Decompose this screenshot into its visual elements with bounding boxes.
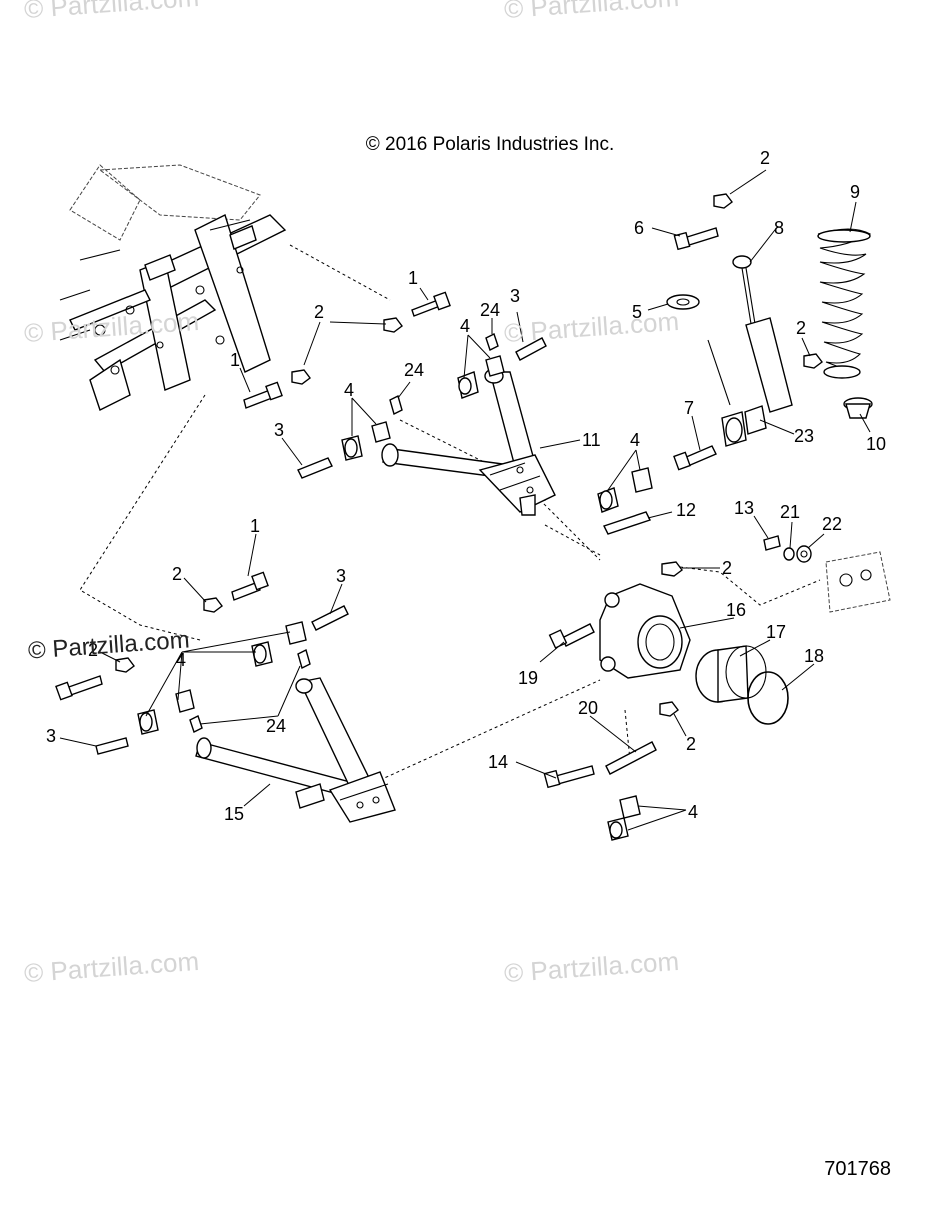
callout-numbers: 1 2 1 3 3 4 24 4 24 11 6 2 8 5 9 2 10 7 …	[46, 148, 886, 824]
callout-lower-pin-left-3: 3	[46, 726, 56, 746]
callout-upper-bolt-1: 1	[408, 268, 418, 288]
callout-lower-nut-2: 2	[172, 564, 182, 584]
callout-pin-12: 12	[676, 500, 696, 520]
callout-knuckle-bush-4: 4	[630, 430, 640, 450]
callout-lower-bush-4: 4	[176, 650, 186, 670]
lower-hardware	[55, 571, 349, 755]
callout-spring-seat-10: 10	[866, 434, 886, 454]
callout-lower-knuckle-nut-2: 2	[686, 734, 696, 754]
callout-lower-nut-left-2: 2	[88, 640, 98, 660]
lower-a-arm	[195, 677, 396, 823]
callout-upper-bush-4: 4	[460, 316, 470, 336]
callout-upper-pin-left-3: 3	[274, 420, 284, 440]
vehicle-frame	[59, 164, 287, 411]
callout-upper-bolt-left-1: 1	[230, 350, 240, 370]
callout-ring-18: 18	[804, 646, 824, 666]
callout-upper-arm-11: 11	[582, 430, 601, 450]
knuckle-assembly	[543, 467, 891, 841]
callout-knuckle-16: 16	[726, 600, 746, 620]
callout-lower-pin-3: 3	[336, 566, 346, 586]
callout-upper-grease-24: 24	[480, 300, 500, 320]
callout-upper-pin-3: 3	[510, 286, 520, 306]
callout-knuckle-nut-2: 2	[722, 558, 732, 578]
callout-washer-21: 21	[780, 502, 800, 522]
callout-shock-bush-23: 23	[794, 426, 814, 446]
copyright-text: © 2016 Polaris Industries Inc.	[365, 134, 615, 155]
callout-lower-knuckle-bush-4: 4	[688, 802, 698, 822]
callout-upper-bush-left-4: 4	[344, 380, 354, 400]
callout-bolt-13: 13	[734, 498, 754, 518]
callout-spring-nut-2: 2	[796, 318, 806, 338]
leader-lines	[59, 169, 871, 831]
callout-lower-grease-24: 24	[266, 716, 286, 736]
callout-lower-arm-15: 15	[224, 804, 244, 824]
callout-upper-nut-2: 2	[314, 302, 324, 322]
diagram-number: 701768	[824, 1158, 891, 1180]
callout-washer-5: 5	[632, 302, 642, 322]
callout-shock-nut-top-2: 2	[760, 148, 770, 168]
callout-spring-9: 9	[850, 182, 860, 202]
callout-lower-bolt-1: 1	[250, 516, 260, 536]
callout-bolt-19: 19	[518, 668, 538, 688]
callout-shock-bolt-6: 6	[634, 218, 644, 238]
callout-upper-grease-left-24: 24	[404, 360, 424, 380]
callout-bolt-14: 14	[488, 752, 508, 772]
callout-pin-20: 20	[578, 698, 598, 718]
shock-assembly	[666, 193, 873, 471]
callout-washer-22: 22	[822, 514, 842, 534]
callout-shock-8: 8	[774, 218, 784, 238]
upper-hardware	[243, 291, 547, 479]
callout-bearing-17: 17	[766, 622, 786, 642]
callout-shock-bolt-7: 7	[684, 398, 694, 418]
